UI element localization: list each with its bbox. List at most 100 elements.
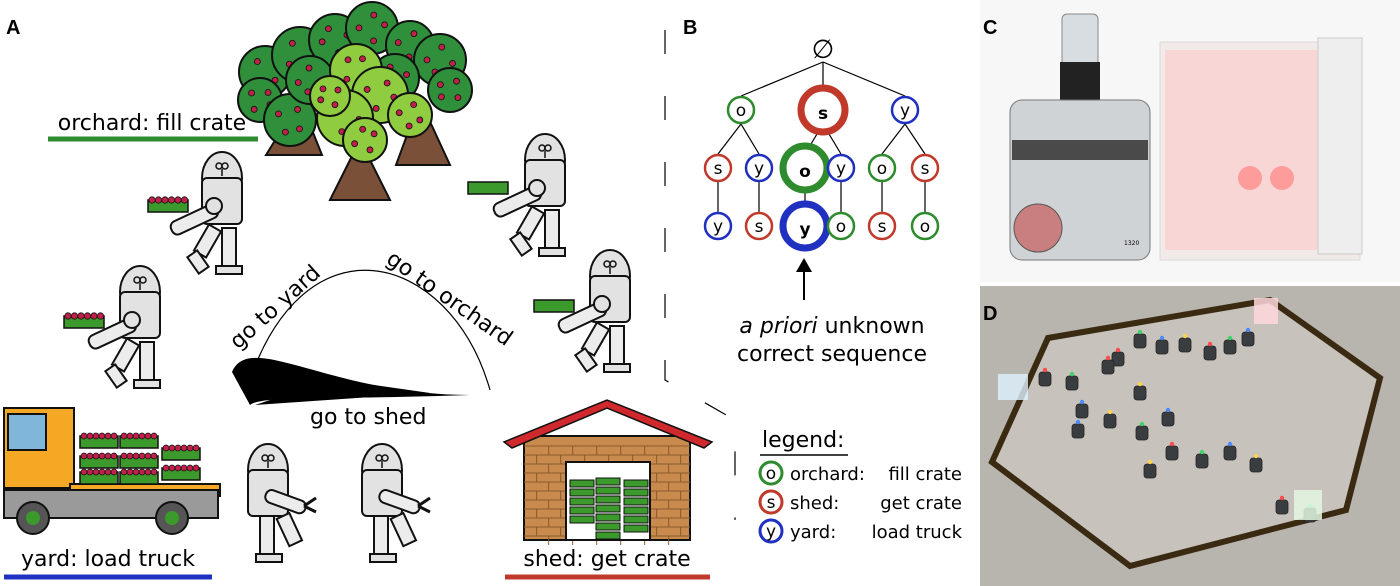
fruit — [138, 468, 146, 476]
fruit — [104, 432, 112, 440]
tree-node-label: y — [799, 220, 810, 240]
photo-robot-id: 1320 — [1124, 240, 1139, 247]
fruit — [186, 444, 194, 452]
fruit — [120, 468, 128, 476]
empty-crate — [467, 181, 509, 195]
tree-node-y — [744, 153, 774, 183]
tree-node-s — [910, 153, 940, 183]
fruit — [77, 312, 85, 320]
fruit — [370, 11, 378, 19]
fruit — [325, 25, 332, 33]
fruit — [86, 432, 94, 440]
fruit — [126, 468, 134, 476]
legend-symbol: y — [766, 522, 776, 542]
tree-node-label: s — [755, 217, 764, 237]
fruit — [294, 79, 302, 86]
arena-robot — [1071, 423, 1085, 439]
fruit — [92, 468, 100, 476]
arena-robot — [1155, 339, 1169, 355]
fruit — [436, 81, 444, 89]
tree-node-o — [910, 211, 940, 241]
fruit — [98, 452, 106, 460]
tree-node-s — [703, 153, 733, 183]
fruit — [186, 464, 194, 472]
arena-robot — [1275, 499, 1289, 515]
robot-carrying-empty-crate — [533, 249, 631, 373]
orchard-label: orchard: fill crate — [58, 111, 246, 136]
fruit — [383, 79, 391, 87]
tree-canopy-blob — [309, 75, 351, 117]
stacked-crate — [623, 497, 649, 506]
fruit — [110, 452, 118, 460]
fruit — [359, 55, 366, 63]
robot-empty-handed — [246, 442, 318, 564]
tree-canopy-blob — [427, 67, 473, 113]
tree-edges — [717, 61, 926, 212]
arena-site-red — [1254, 298, 1278, 324]
fruit — [344, 56, 352, 64]
legend-symbol: o — [766, 464, 776, 484]
tree-node-s — [797, 84, 849, 136]
fruit — [126, 432, 134, 440]
tree-node-label: s — [921, 159, 930, 179]
tree-edge — [740, 123, 760, 155]
fruit — [120, 452, 128, 460]
arena-robot — [1241, 331, 1255, 347]
crate-fruits — [64, 312, 105, 320]
legend-symbol-circle — [758, 460, 784, 486]
fruit — [381, 21, 388, 29]
stacked-crate — [569, 488, 595, 497]
fruit — [148, 196, 156, 204]
legend-item-yard: y yard: load truck — [758, 518, 963, 544]
fruit — [180, 464, 188, 472]
tree-node-label: o — [877, 159, 887, 179]
fruit — [144, 452, 152, 460]
fruit — [80, 468, 88, 476]
fruit — [281, 128, 289, 136]
fruit — [161, 196, 169, 204]
fruit — [120, 432, 128, 440]
fruit — [86, 452, 94, 460]
tree-node-s — [744, 211, 774, 241]
fruit — [294, 106, 301, 113]
fruit — [98, 432, 106, 440]
fruit — [90, 312, 98, 320]
robot-carrying-empty-crate — [467, 133, 566, 257]
robot-empty-handed — [360, 442, 432, 564]
legend-symbol-circle — [758, 518, 784, 544]
fruit — [395, 109, 403, 117]
arena-robot — [1249, 457, 1263, 473]
arena-site-green — [1294, 490, 1322, 520]
orchard-trees — [237, 1, 473, 201]
legend-place: yard: — [790, 522, 836, 543]
fruit — [363, 86, 371, 93]
arena-site-blue — [998, 374, 1028, 400]
arena-robot — [1203, 345, 1217, 361]
route-go-to-shed: go to shed — [310, 405, 426, 430]
fruit — [296, 125, 303, 133]
fruit — [162, 464, 170, 472]
fruit — [264, 89, 272, 96]
fruit — [438, 43, 446, 51]
fruit — [318, 38, 326, 46]
tree-node-s — [867, 211, 897, 241]
fruit — [144, 468, 152, 476]
fruit — [138, 452, 146, 460]
fruit — [288, 39, 296, 47]
tree-node-o — [726, 95, 756, 125]
panel-d-letter: D — [983, 303, 997, 325]
arena-robot — [1178, 337, 1192, 353]
fruit — [174, 464, 182, 472]
fruit — [110, 432, 118, 440]
legend: o orchard: fill crate s shed: get crate … — [758, 460, 963, 544]
arena-robot — [1133, 385, 1147, 401]
tree-canopy-light — [309, 43, 433, 163]
fruit — [80, 452, 88, 460]
arena-robot — [1161, 411, 1175, 427]
panel-c-letter: C — [983, 17, 997, 39]
fruit — [454, 94, 462, 102]
fruit — [132, 432, 140, 440]
arena-robot — [1223, 339, 1237, 355]
panel-separator — [664, 30, 736, 520]
